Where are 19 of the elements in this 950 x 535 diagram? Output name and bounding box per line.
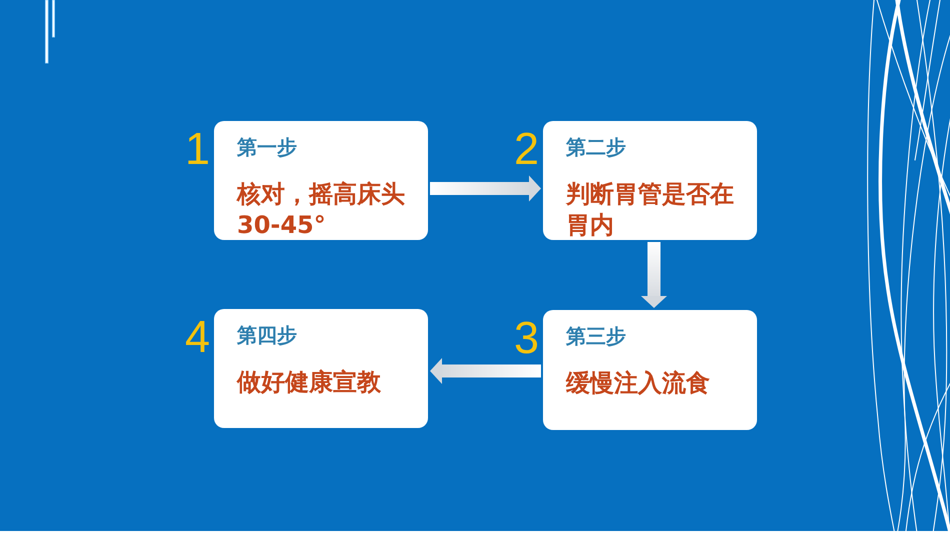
process-box: [543, 121, 757, 240]
step-heading: 第三步: [566, 324, 626, 348]
step-number: 3: [514, 315, 539, 360]
step-heading: 第四步: [237, 323, 297, 347]
arrow: [430, 176, 541, 202]
step-number: 1: [184, 126, 210, 171]
step-heading: 第二步: [566, 135, 626, 159]
process-box: [214, 121, 428, 240]
process-box: [543, 310, 757, 430]
step-heading: 第一步: [237, 135, 297, 159]
arrow: [641, 242, 667, 308]
step-text: 核对，摇高床头30-45°: [237, 179, 406, 241]
step-text: 做好健康宣教: [237, 367, 382, 398]
step-number: 2: [514, 126, 539, 171]
step-text: 缓慢注入流食: [566, 368, 711, 399]
step-text: 判断胃管是否在胃内: [566, 179, 735, 241]
process-box: [214, 309, 428, 428]
step-number: 4: [184, 314, 210, 359]
arrow: [430, 358, 541, 384]
